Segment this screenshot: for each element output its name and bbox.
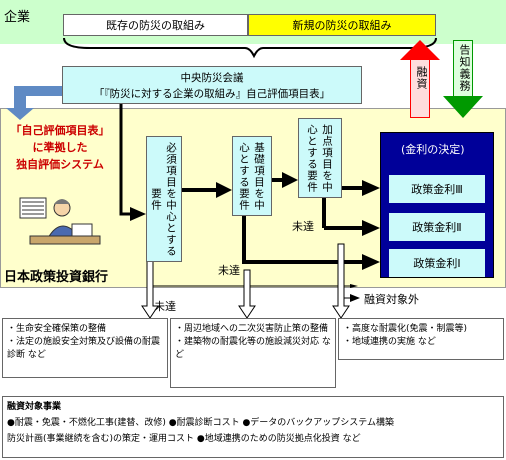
policy-rate-3: 政策金利Ⅲ: [389, 175, 485, 203]
essential-detail-1: ・生命安全確保策の整備: [7, 324, 107, 334]
bonus-details-box: ・高度な耐震化(免震・制震等) ・地域連携の実施 など: [338, 318, 504, 360]
council-to-col1-arrow: [119, 104, 131, 216]
company-label: 企業: [4, 10, 31, 25]
to-rate1-arrow: [242, 244, 362, 264]
bonus-requirements-text: 加点項目を中心とする要件: [306, 123, 333, 193]
bank-name: 日本政策投資銀行: [4, 270, 109, 285]
bank-staff-illustration: [19, 197, 101, 245]
bonus-detail-1: ・高度な耐震化(免震・制震等): [343, 324, 468, 334]
essential-details-box: ・生命安全確保策の整備 ・法定の施設安全対策及び設備の耐震診断 など: [2, 318, 168, 378]
financing-projects-line2: 防災計画(事業継続を含む)の策定・運用コスト ●地域連携のための防災拠点化投資 …: [7, 434, 361, 444]
not-met-label-col3: 未達: [292, 220, 314, 233]
council-box: 中央防災会議 「『防災に対する企業の取組み』自己評価項目表」: [62, 66, 362, 104]
interest-rate-panel: (金利の決定) 政策金利Ⅲ 政策金利Ⅱ 政策金利Ⅰ: [380, 132, 494, 278]
basic-requirements-text: 基礎項目を中心とする要件: [238, 141, 265, 211]
self-eval-line1: 「自己評価項目表」: [10, 124, 110, 137]
essential-requirements-box: 必須項目を中心とする要件: [146, 136, 182, 262]
self-eval-line3: 独自評価システム: [16, 158, 104, 171]
council-title: 中央防災会議: [180, 72, 244, 84]
policy-rate-2: 政策金利Ⅱ: [389, 213, 485, 241]
notice-obligation-label: 告知義務: [458, 44, 471, 92]
bonus-requirements-box: 加点項目を中心とする要件: [298, 118, 342, 198]
policy-rate-1: 政策金利Ⅰ: [389, 249, 485, 277]
financing-projects-line1: ●耐震・免震・不燃化工事(建替、改修) ●耐震診断コスト ●データのバックアップ…: [7, 418, 395, 428]
new-measures-box: 新規の防災の取組み: [248, 14, 436, 36]
financing-projects-box: 融資対象事業 ●耐震・免震・不燃化工事(建替、改修) ●耐震診断コスト ●データ…: [2, 396, 504, 458]
col2-down-hollow-arrow: [238, 269, 256, 319]
self-eval-text: 「自己評価項目表」 に準拠した 独自評価システム: [4, 122, 116, 173]
basic-detail-2: ・建築物の耐震化等の施設減災対応 など: [175, 337, 331, 360]
basic-detail-1: ・周辺地域への二次災害防止策の整備: [175, 324, 329, 334]
bonus-detail-2: ・地域連携の実施 など: [343, 337, 436, 347]
essential-detail-2: ・法定の施設安全対策及び設備の耐震診断 など: [7, 337, 161, 360]
essential-requirements-text: 必須項目を中心とする要件: [150, 141, 177, 257]
basic-details-box: ・周辺地域への二次災害防止策の整備 ・建築物の耐震化等の施設減災対応 など: [170, 318, 336, 388]
financing-projects-title: 融資対象事業: [7, 402, 62, 412]
not-financed-label: 融資対象外: [364, 293, 419, 306]
measures-brace: [63, 37, 437, 59]
col3-down-hollow-arrow: [332, 243, 350, 319]
not-met-label-col1: 未達: [154, 300, 176, 313]
not-met-label-col2: 未達: [218, 264, 240, 277]
council-to-eval-arrow: [6, 86, 62, 120]
rate-panel-title: (金利の決定): [401, 143, 465, 156]
basic-requirements-box: 基礎項目を中心とする要件: [232, 136, 272, 216]
self-eval-line2: に準拠した: [32, 141, 88, 154]
council-subtitle: 「『防災に対する企業の取組み』自己評価項目表」: [93, 88, 331, 100]
financing-label: 融資: [415, 66, 428, 90]
existing-measures-box: 既存の防災の取組み: [63, 14, 248, 36]
